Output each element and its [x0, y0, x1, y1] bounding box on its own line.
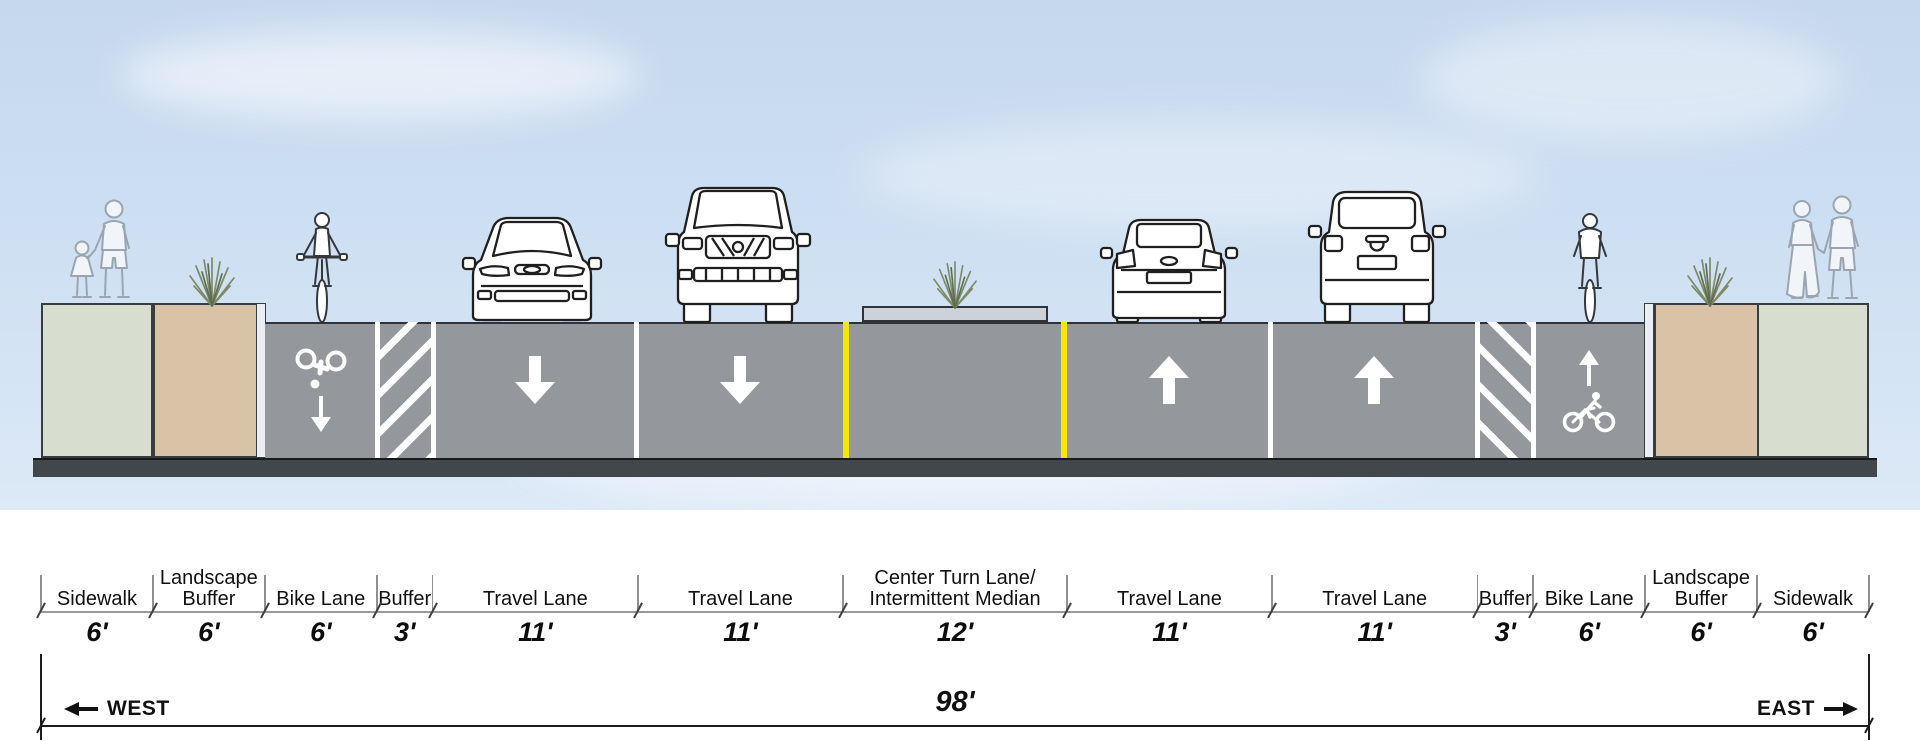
- lane-line: [375, 322, 380, 458]
- dimension-tick: [842, 575, 844, 612]
- sidewalk-west-block: [41, 303, 153, 458]
- sedan-rear-icon: [1099, 212, 1239, 324]
- center-lane-yellow-line: [843, 322, 849, 458]
- dim-value-travel-lane-4: 11': [1357, 617, 1392, 647]
- west-label: WEST: [107, 697, 170, 720]
- buffer-hatch-marking: [380, 322, 431, 458]
- lane-arrow-up-icon: [1149, 356, 1189, 404]
- center-lane-yellow-line: [1061, 322, 1067, 458]
- shrub-icon: [182, 256, 242, 307]
- landscape-buffer-east-block: [1654, 303, 1766, 458]
- lane-arrow-down-icon: [515, 356, 555, 404]
- lane-line: [634, 322, 639, 458]
- dimension-tick: [1644, 575, 1646, 612]
- road-base: [33, 458, 1877, 477]
- landscape-buffer-west-block: [153, 303, 265, 458]
- lane-line: [431, 322, 436, 458]
- bike-lane-arrow-down-icon: [311, 396, 331, 432]
- dim-label-center-turn-lane: Center Turn Lane/Intermittent Median: [869, 566, 1041, 610]
- dim-value-landscape-buffer-west: 6': [198, 617, 220, 647]
- dimension-tick: [376, 575, 378, 612]
- cyclist-rear-icon: [1563, 210, 1617, 323]
- dim-label-travel-lane-2: Travel Lane: [688, 587, 793, 610]
- dim-label-travel-lane-1: Travel Lane: [482, 587, 588, 610]
- total-width-value: 98': [935, 686, 975, 718]
- dim-value-travel-lane-1: 11': [518, 617, 553, 647]
- dimension-tick: [152, 575, 154, 612]
- curb-east: [1644, 303, 1654, 458]
- dim-value-bike-lane-east: 6': [1578, 617, 1600, 647]
- cloud: [860, 120, 1540, 230]
- bike-lane-symbol-icon: [1561, 392, 1617, 433]
- dim-value-center-turn-lane: 12': [936, 617, 974, 647]
- lane-arrow-up-icon: [1354, 356, 1394, 404]
- dim-value-landscape-buffer-east: 6': [1690, 617, 1712, 647]
- shrub-icon: [1680, 256, 1740, 307]
- lane-arrow-down-icon: [720, 356, 760, 404]
- suv-rear-icon: [1307, 186, 1447, 324]
- roadway: [265, 322, 1645, 458]
- lane-line: [1531, 322, 1536, 458]
- dim-label-bike-lane-east: Bike Lane: [1544, 587, 1634, 610]
- dimension-tick: [1066, 575, 1068, 612]
- dim-value-bike-lane-west: 6': [310, 617, 332, 647]
- dim-label-travel-lane-3: Travel Lane: [1117, 587, 1222, 610]
- sedan-front-icon: [461, 206, 603, 322]
- east-arrow-icon: [1824, 702, 1858, 716]
- west-indicator: WEST: [64, 697, 170, 721]
- dim-label-sidewalk-west: Sidewalk: [56, 587, 137, 610]
- lane-line: [1475, 322, 1480, 458]
- east-label: EAST: [1756, 697, 1815, 720]
- bike-lane-symbol-icon: [293, 346, 349, 390]
- total-dimension-line: [41, 725, 1869, 727]
- bike-lane-arrow-up-icon: [1579, 350, 1599, 386]
- pedestrians-couple-icon: [1772, 192, 1872, 304]
- cloud: [120, 30, 640, 120]
- dimension-line: [41, 611, 1869, 613]
- dimension-extent-line: [40, 654, 42, 740]
- lane-line: [1268, 322, 1273, 458]
- east-indicator: EAST: [1757, 697, 1858, 721]
- west-arrow-icon: [64, 702, 98, 716]
- dim-value-travel-lane-3: 11': [1152, 617, 1187, 647]
- dim-value-sidewalk-west: 6': [86, 617, 108, 647]
- dim-value-sidewalk-east: 6': [1802, 617, 1824, 647]
- dimension-extent-line: [1868, 654, 1870, 740]
- suv-front-icon: [664, 180, 812, 324]
- dimension-tick: [1271, 575, 1273, 612]
- dimension-tick: [1476, 575, 1479, 612]
- dimension-tick: [1756, 575, 1758, 612]
- buffer-hatch-marking: [1480, 322, 1531, 458]
- dimension-tick: [1868, 575, 1870, 612]
- dim-value-travel-lane-2: 11': [723, 617, 758, 647]
- dim-label-buffer-west: Buffer: [378, 587, 432, 610]
- cyclist-front-icon: [295, 210, 349, 323]
- dimension-tick: [264, 575, 266, 612]
- dimension-tick: [637, 575, 639, 612]
- dim-label-sidewalk-east: Sidewalk: [1773, 587, 1854, 610]
- dimension-tick: [40, 575, 42, 612]
- shrub-icon: [925, 260, 985, 309]
- dim-label-buffer-east: Buffer: [1478, 587, 1532, 610]
- dimension-tick: [431, 575, 434, 612]
- dim-label-bike-lane-west: Bike Lane: [276, 587, 366, 610]
- cloud: [1420, 20, 1840, 140]
- dim-label-travel-lane-4: Travel Lane: [1322, 587, 1428, 610]
- dim-value-buffer-west: 3': [394, 617, 416, 647]
- sidewalk-east-block: [1757, 303, 1869, 458]
- pedestrians-adult-child-icon: [52, 196, 152, 304]
- dim-value-buffer-east: 3': [1494, 617, 1516, 647]
- dimension-tick: [1532, 575, 1534, 612]
